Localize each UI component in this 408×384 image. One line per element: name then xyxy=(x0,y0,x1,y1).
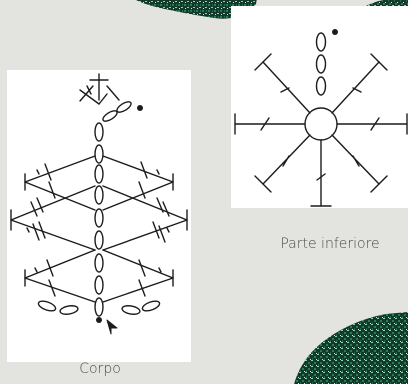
end-point-dot xyxy=(137,105,143,111)
bottom-part-caption: Parte inferiore xyxy=(260,236,400,252)
body-caption: Corpo xyxy=(60,361,140,377)
middle-diamond-row xyxy=(11,186,187,250)
bottom-chain-column xyxy=(317,33,326,95)
start-point-dot xyxy=(96,317,102,323)
bottom-crochet-chart xyxy=(231,6,408,208)
body-chart-panel xyxy=(7,70,191,362)
glitter-blob-bottom xyxy=(290,312,408,384)
central-chain-column xyxy=(95,123,103,316)
top-stitch-group xyxy=(80,74,133,123)
body-crochet-chart xyxy=(7,70,191,362)
start-arrow-icon xyxy=(107,320,117,334)
bottom-chart-panel xyxy=(231,6,408,208)
bottom-chain-stitches xyxy=(37,299,161,315)
end-point-dot xyxy=(332,29,338,35)
